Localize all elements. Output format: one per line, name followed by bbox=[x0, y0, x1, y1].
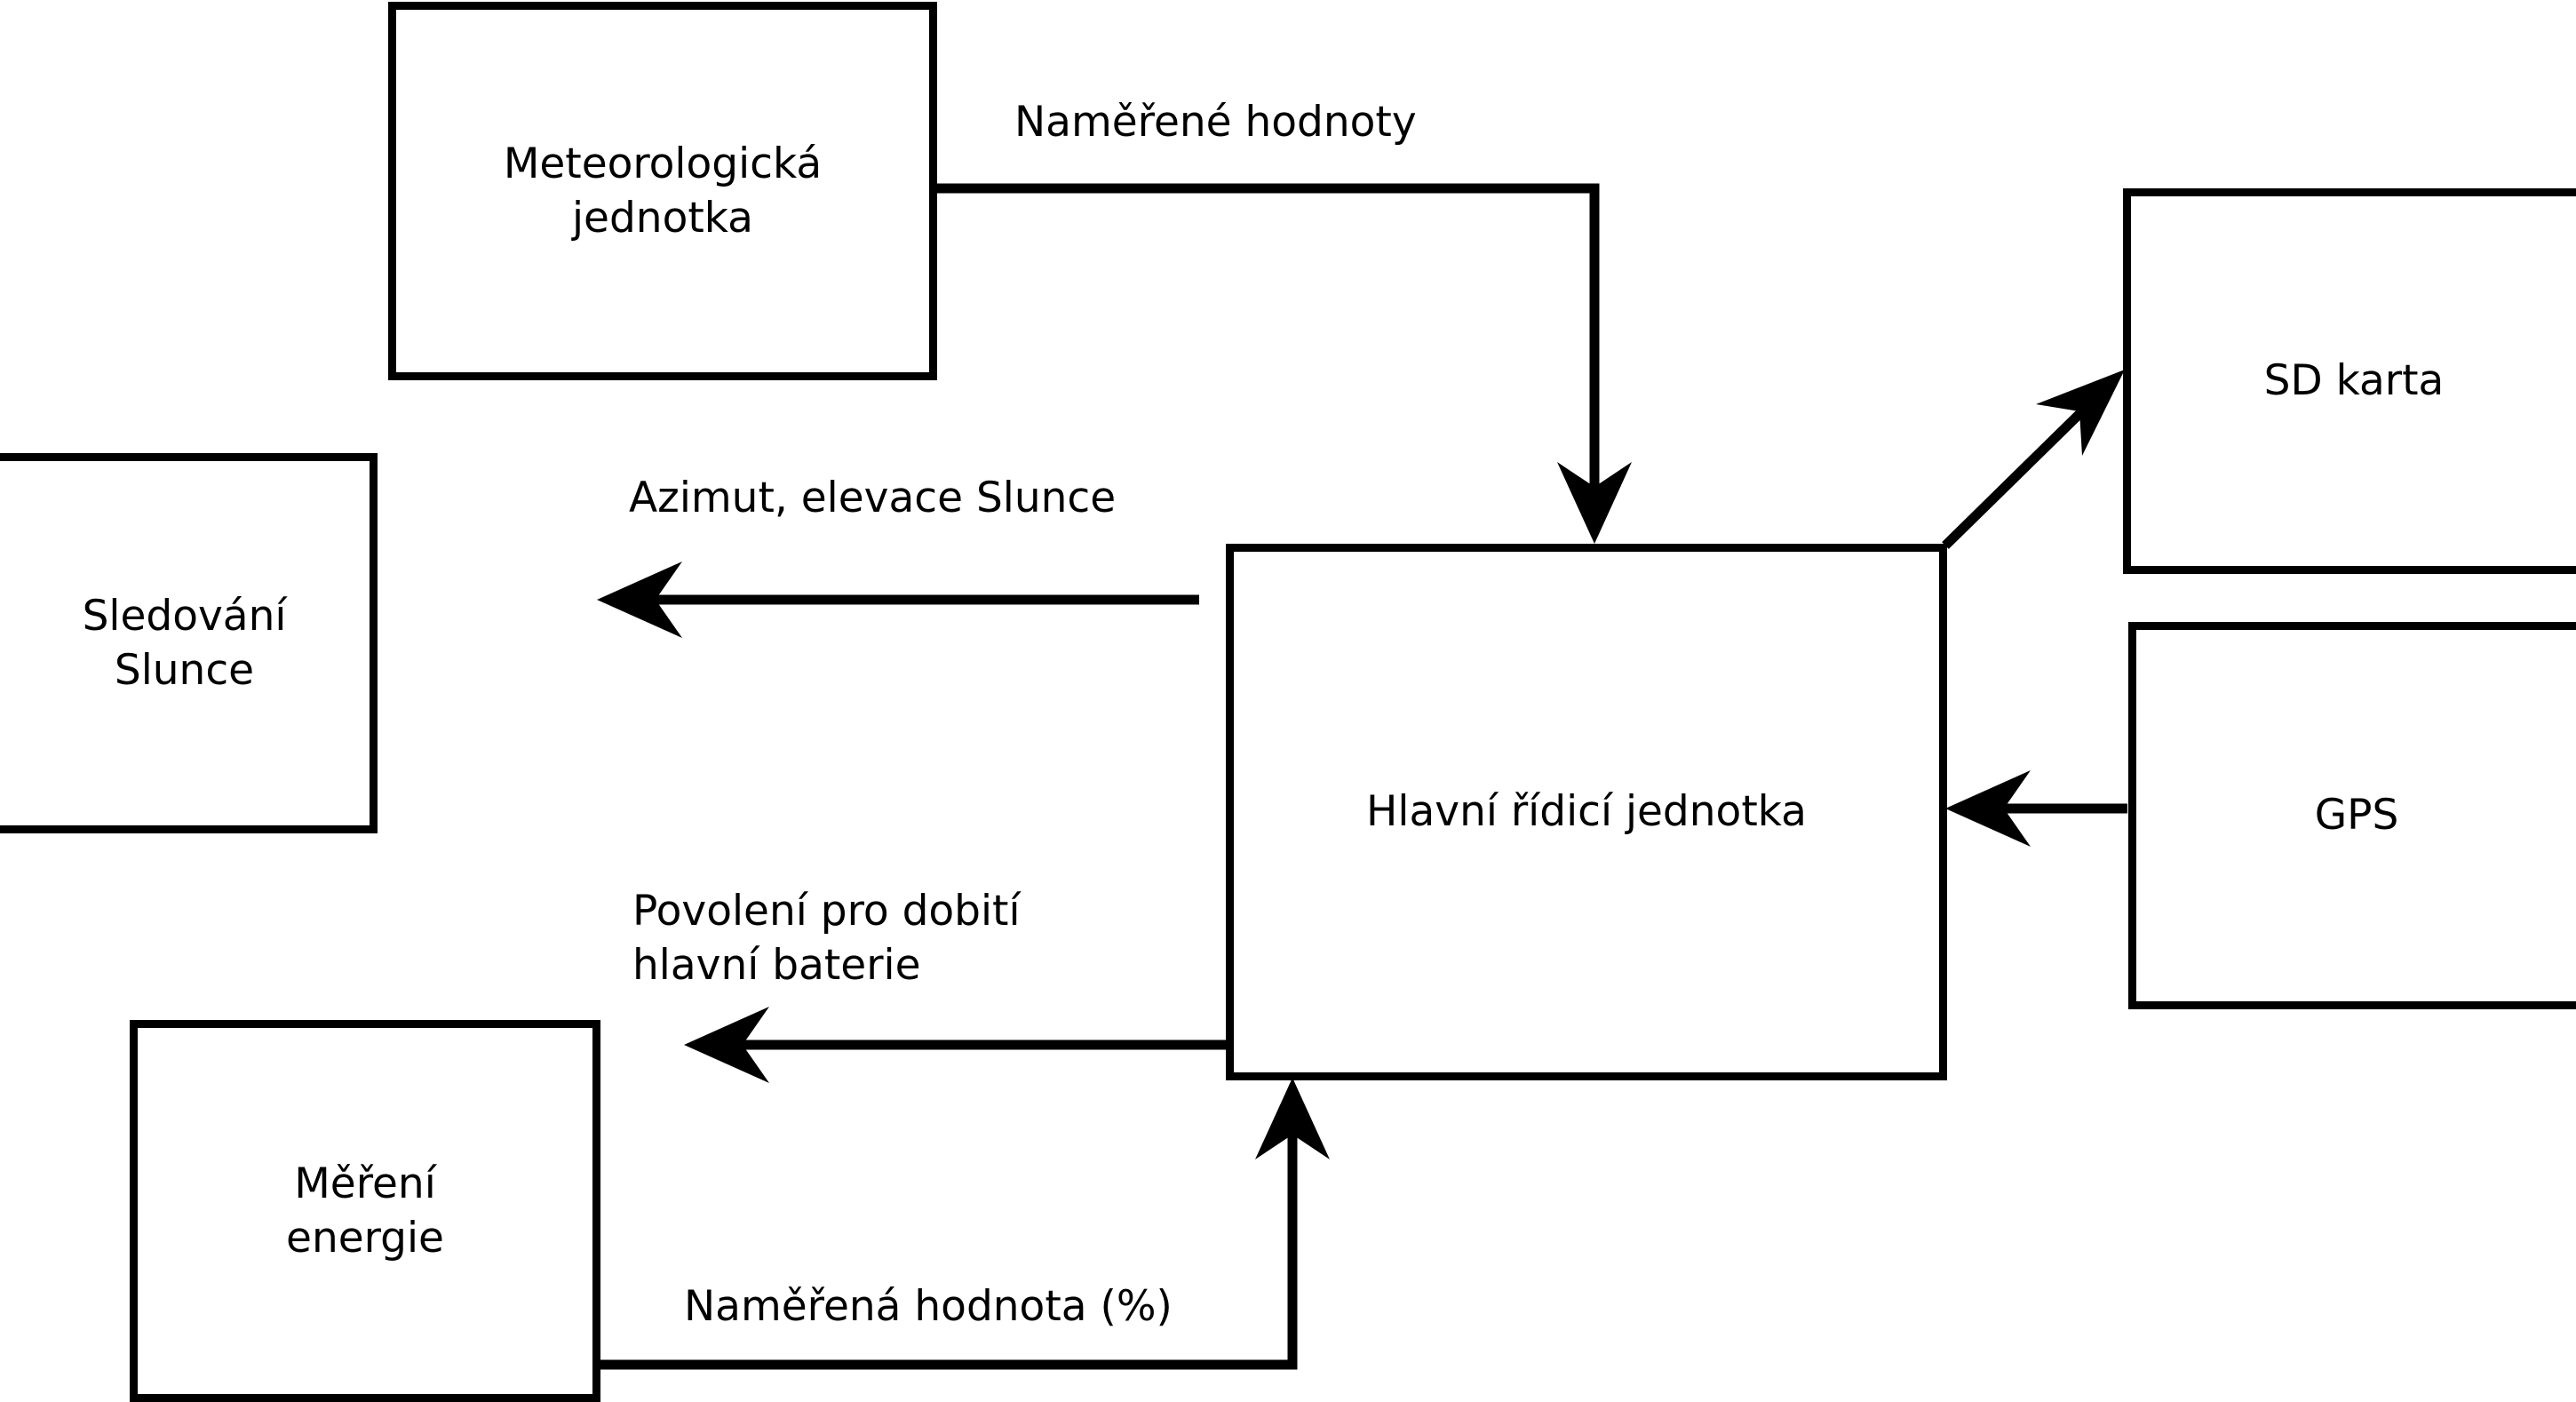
edge-label-azimuth-elevation: Azimut, elevace Slunce bbox=[629, 474, 1117, 522]
edge-label-charge-permission: Povolení pro dobití hlavní baterie bbox=[632, 887, 1021, 991]
connector-gps-to-main bbox=[1945, 770, 2127, 847]
node-meteorological-unit[interactable]: Meteorologická jednotka bbox=[388, 2, 937, 380]
node-gps-label: GPS bbox=[2314, 791, 2399, 840]
node-main-control-unit[interactable]: Hlavní řídicí jednotka bbox=[1226, 544, 1947, 1080]
node-sun-tracking[interactable]: Sledování Slunce bbox=[0, 453, 378, 833]
connector-main-to-energy bbox=[684, 1007, 1226, 1083]
connector-main-to-tracking bbox=[597, 562, 1199, 638]
node-gps[interactable]: GPS bbox=[2128, 622, 2576, 1009]
node-sd-card[interactable]: SD karta bbox=[2123, 188, 2576, 574]
connector-meteo-to-main bbox=[937, 183, 1632, 544]
node-energy-measurement[interactable]: Měření energie bbox=[130, 1020, 600, 1402]
node-main-control-unit-label: Hlavní řídicí jednotka bbox=[1366, 787, 1807, 837]
node-sd-card-label: SD karta bbox=[2263, 356, 2445, 406]
connector-energy-to-main bbox=[588, 1078, 1330, 1370]
node-meteorological-unit-label: Meteorologická jednotka bbox=[503, 139, 823, 243]
node-energy-measurement-label: Měření energie bbox=[286, 1159, 444, 1263]
node-sun-tracking-label: Sledování Slunce bbox=[82, 591, 287, 695]
edge-label-measured-values: Naměřené hodnoty bbox=[1014, 98, 1417, 147]
edge-label-measured-value-percent: Naměřená hodnota (%) bbox=[684, 1282, 1173, 1331]
connector-main-to-sdcard bbox=[1942, 370, 2125, 549]
